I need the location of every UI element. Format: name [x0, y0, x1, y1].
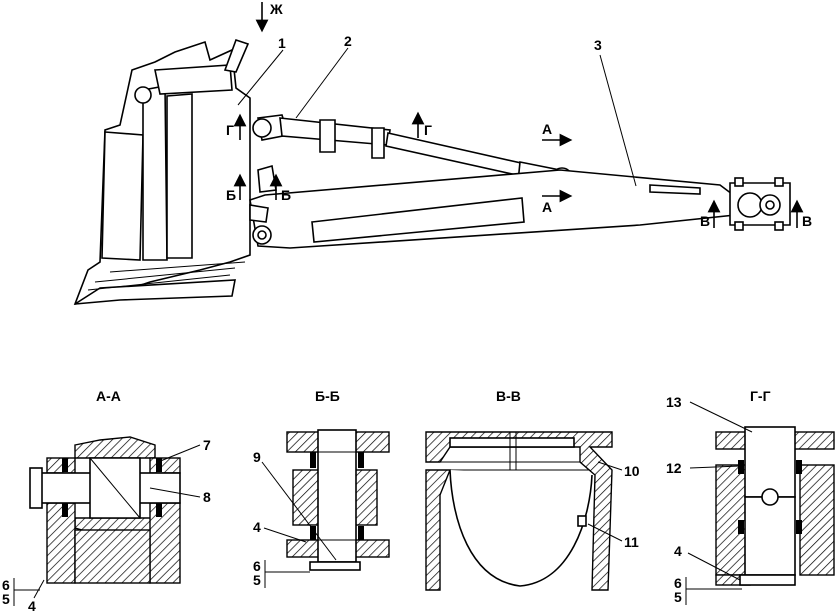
section-mark-a-top: А — [542, 121, 552, 137]
push-frame — [249, 169, 741, 249]
section-v-v: В-В 10 11 — [425, 388, 640, 591]
section-mark-v-right: В — [802, 213, 812, 229]
callout-3: 3 — [594, 37, 602, 53]
vv-callout-11: 11 — [624, 534, 639, 550]
bb-callout-4: 4 — [253, 519, 261, 535]
section-b-b-title: Б-Б — [315, 388, 340, 404]
section-mark-g-right: Г — [424, 122, 432, 138]
gg-callout-12: 12 — [666, 460, 682, 476]
section-mark-a-bottom: А — [542, 199, 552, 215]
section-g-g: Г-Г 13 12 4 6 5 — [666, 388, 835, 605]
callout-1: 1 — [278, 35, 286, 51]
section-g-g-title: Г-Г — [750, 388, 771, 404]
vv-callout-10: 10 — [624, 463, 640, 479]
aa-callout-4: 4 — [28, 598, 36, 613]
bb-callout-9: 9 — [253, 449, 261, 465]
section-b-b: Б-Б 9 4 6 5 — [253, 388, 390, 588]
gg-callout-13: 13 — [666, 394, 682, 410]
section-v-v-title: В-В — [496, 388, 521, 404]
blade — [73, 38, 251, 306]
aa-callout-7: 7 — [203, 437, 211, 453]
bb-callout-5: 5 — [253, 572, 261, 588]
callout-2: 2 — [344, 33, 352, 49]
aa-callout-8: 8 — [203, 489, 211, 505]
aa-callout-6: 6 — [2, 577, 10, 593]
aa-callout-5: 5 — [2, 591, 10, 607]
trunnion-joint — [729, 177, 791, 231]
section-a-a-title: А-А — [96, 388, 121, 404]
section-a-a: А-А 7 8 6 5 4 — [2, 388, 211, 613]
section-mark-b-left: Б — [226, 187, 236, 203]
view-arrow-label: Ж — [269, 1, 283, 17]
gg-callout-4: 4 — [674, 543, 682, 559]
gg-callout-5: 5 — [674, 589, 682, 605]
section-mark-g-left: Г — [226, 122, 234, 138]
section-mark-v-left: В — [700, 213, 710, 229]
gg-callout-6: 6 — [674, 575, 682, 591]
main-view: Ж — [73, 1, 812, 306]
bb-callout-6: 6 — [253, 558, 261, 574]
section-mark-b-right: Б — [281, 187, 291, 203]
